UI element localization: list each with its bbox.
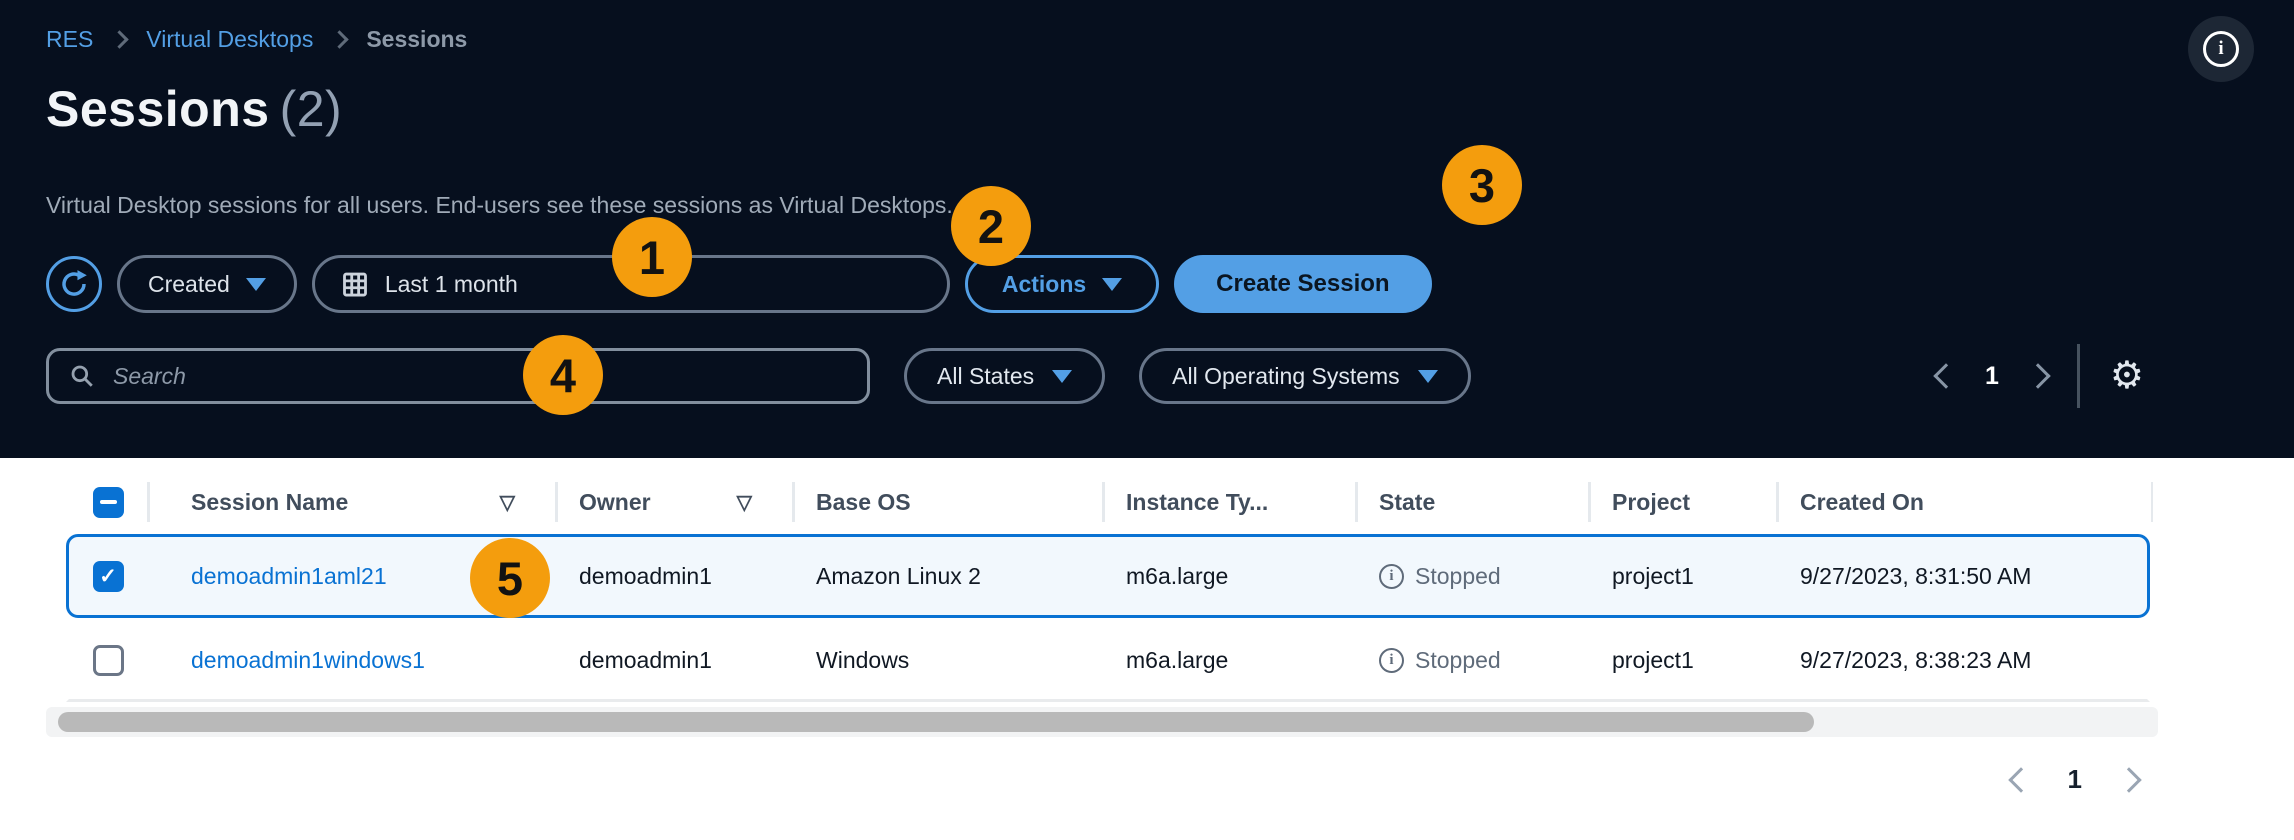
column-header-project[interactable]: Project bbox=[1588, 473, 1776, 531]
create-session-button[interactable]: Create Session bbox=[1174, 255, 1432, 313]
sort-icon[interactable]: ▽ bbox=[736, 491, 752, 514]
divider bbox=[2076, 344, 2080, 408]
all-states-dropdown[interactable]: All States bbox=[904, 348, 1106, 404]
state-cell: i Stopped bbox=[1355, 647, 1588, 674]
row-checkbox-cell bbox=[69, 644, 147, 676]
table-utilities: 1 ⚙ bbox=[1933, 344, 2144, 408]
created-on-cell: 9/27/2023, 8:38:23 AM bbox=[1800, 646, 2032, 673]
chevron-right-icon bbox=[330, 30, 350, 49]
column-header-state[interactable]: State bbox=[1355, 473, 1588, 531]
created-sort-label: Created bbox=[148, 270, 230, 297]
status-info-icon: i bbox=[1379, 563, 1404, 589]
horizontal-scrollbar-track[interactable] bbox=[46, 707, 2158, 737]
annotation-badge-5: 5 bbox=[470, 538, 550, 618]
row-checkbox-unchecked[interactable] bbox=[92, 644, 124, 676]
page-title: Sessions(2) bbox=[46, 80, 342, 138]
breadcrumb-item-res[interactable]: RES bbox=[46, 26, 94, 52]
previous-page-icon[interactable] bbox=[2007, 766, 2034, 793]
base-os-cell: Windows bbox=[816, 646, 910, 673]
next-page-icon[interactable] bbox=[2116, 766, 2142, 793]
actions-dropdown-button[interactable]: Actions bbox=[964, 255, 1160, 313]
status-info-icon: i bbox=[1379, 647, 1404, 673]
column-header-owner[interactable]: Owner ▽ bbox=[555, 473, 792, 531]
created-on-cell: 9/27/2023, 8:31:50 AM bbox=[1800, 562, 2032, 589]
instance-type-cell: m6a.large bbox=[1126, 646, 1229, 673]
search-input[interactable] bbox=[111, 361, 847, 391]
owner-cell: demoadmin1 bbox=[579, 646, 712, 673]
caret-down-icon bbox=[1417, 369, 1438, 383]
caret-down-icon bbox=[1052, 369, 1073, 383]
next-page-icon[interactable] bbox=[2025, 363, 2051, 389]
session-name-link[interactable]: demoadmin1aml21 bbox=[191, 562, 387, 589]
table-header-row: Session Name ▽ Owner ▽ Base OS Instance … bbox=[66, 470, 2150, 534]
base-os-cell: Amazon Linux 2 bbox=[816, 562, 981, 589]
column-label: Owner bbox=[579, 488, 651, 515]
all-operating-systems-dropdown[interactable]: All Operating Systems bbox=[1139, 348, 1471, 404]
sort-icon[interactable]: ▽ bbox=[499, 491, 515, 514]
status-label: Stopped bbox=[1415, 646, 1501, 673]
gear-icon[interactable]: ⚙ bbox=[2109, 355, 2144, 397]
refresh-icon bbox=[62, 270, 87, 296]
project-cell: project1 bbox=[1612, 562, 1694, 589]
page-header: RES Virtual Desktops Sessions i Sessions… bbox=[0, 0, 2294, 458]
session-count: (2) bbox=[279, 81, 343, 137]
date-range-label: Last 1 month bbox=[384, 270, 518, 297]
column-header-created-on[interactable]: Created On bbox=[1776, 473, 2153, 531]
info-icon: i bbox=[2203, 31, 2239, 67]
column-label: Session Name bbox=[191, 488, 349, 515]
toolbar: Created Last 1 month Actions Create Sess… bbox=[46, 254, 1432, 314]
caret-down-icon bbox=[245, 277, 266, 291]
actions-label: Actions bbox=[1001, 270, 1087, 297]
current-page-number: 1 bbox=[2067, 764, 2082, 794]
state-cell: i Stopped bbox=[1355, 563, 1588, 590]
status-badge: i Stopped bbox=[1379, 563, 1501, 590]
owner-cell: demoadmin1 bbox=[579, 562, 712, 589]
breadcrumb-item-current: Sessions bbox=[366, 26, 468, 52]
info-button[interactable]: i bbox=[2188, 16, 2254, 82]
table-panel: Session Name ▽ Owner ▽ Base OS Instance … bbox=[0, 458, 2294, 840]
table-row[interactable]: demoadmin1windows1 demoadmin1 Windows m6… bbox=[66, 618, 2150, 702]
all-states-label: All States bbox=[937, 362, 1035, 389]
refresh-button[interactable] bbox=[46, 256, 102, 312]
annotation-badge-1: 1 bbox=[612, 217, 692, 297]
breadcrumb: RES Virtual Desktops Sessions bbox=[46, 26, 467, 53]
column-header-session-name[interactable]: Session Name ▽ bbox=[147, 473, 555, 531]
row-checkbox-checked[interactable]: ✓ bbox=[92, 560, 124, 592]
breadcrumb-item-virtual-desktops[interactable]: Virtual Desktops bbox=[146, 26, 314, 52]
all-operating-systems-label: All Operating Systems bbox=[1172, 362, 1400, 389]
project-cell: project1 bbox=[1612, 646, 1694, 673]
status-label: Stopped bbox=[1415, 562, 1501, 589]
chevron-right-icon bbox=[110, 30, 129, 49]
column-header-base-os[interactable]: Base OS bbox=[792, 473, 1102, 531]
column-header-instance-type[interactable]: Instance Ty... bbox=[1102, 473, 1355, 531]
caret-down-icon bbox=[1102, 277, 1123, 291]
page-title-text: Sessions bbox=[46, 81, 270, 137]
header-checkbox-cell bbox=[69, 473, 147, 531]
session-name-link[interactable]: demoadmin1windows1 bbox=[191, 646, 425, 673]
table-row[interactable]: ✓ demoadmin1aml21 demoadmin1 Amazon Linu… bbox=[66, 534, 2150, 618]
page-description: Virtual Desktop sessions for all users. … bbox=[46, 192, 953, 218]
search-icon bbox=[71, 365, 93, 387]
status-badge: i Stopped bbox=[1379, 647, 1501, 674]
calendar-grid-icon bbox=[342, 272, 367, 297]
session-name-cell: demoadmin1windows1 bbox=[147, 647, 555, 674]
search-box[interactable] bbox=[46, 348, 870, 404]
session-name-cell: demoadmin1aml21 bbox=[147, 563, 555, 590]
select-all-checkbox[interactable] bbox=[92, 486, 124, 518]
horizontal-scrollbar-thumb[interactable] bbox=[58, 712, 1814, 732]
row-checkbox-cell: ✓ bbox=[69, 560, 147, 592]
sessions-table: Session Name ▽ Owner ▽ Base OS Instance … bbox=[66, 470, 2150, 702]
footer-pagination: 1 bbox=[2007, 764, 2142, 795]
annotation-badge-2: 2 bbox=[951, 186, 1031, 266]
instance-type-cell: m6a.large bbox=[1126, 562, 1229, 589]
annotation-badge-4: 4 bbox=[523, 335, 603, 415]
filter-bar: All States All Operating Systems 1 ⚙ bbox=[46, 344, 2144, 408]
created-sort-dropdown[interactable]: Created bbox=[117, 255, 297, 313]
annotation-badge-3: 3 bbox=[1442, 145, 1522, 225]
previous-page-icon[interactable] bbox=[1933, 363, 1959, 389]
indeterminate-icon bbox=[99, 500, 117, 504]
current-page-number: 1 bbox=[1985, 361, 1999, 390]
